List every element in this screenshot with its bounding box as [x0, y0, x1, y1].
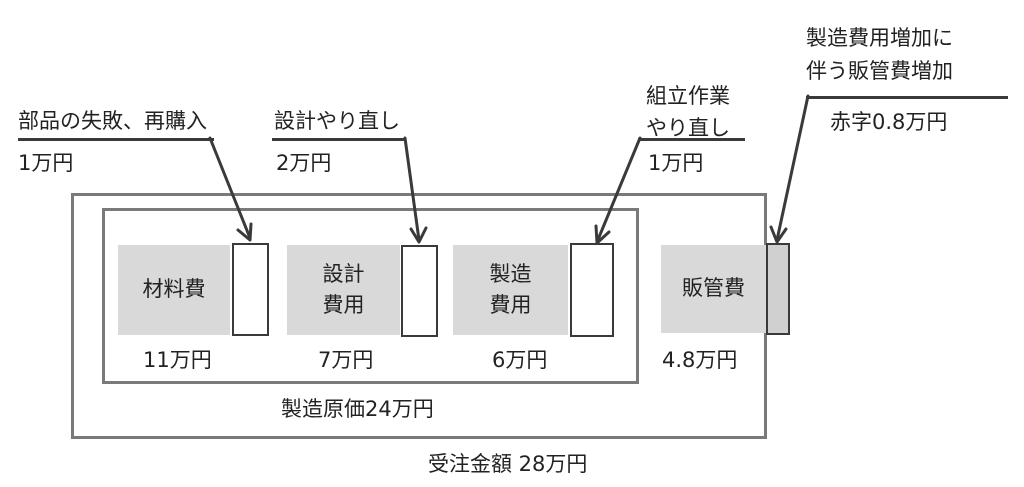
annotation-sga-label: 製造費用増加に 伴う販管費増加	[806, 26, 953, 83]
material-arrow	[208, 136, 252, 240]
manufacturing-cost-cell: 製造 費用	[453, 245, 568, 335]
design-overrun-bar	[401, 245, 438, 337]
material-overrun-bar	[232, 243, 269, 336]
sga-arrowhead	[769, 225, 788, 244]
manufacturing-cost-label: 製造 費用	[489, 261, 532, 318]
material-cost-cell: 材料費	[118, 245, 230, 335]
annotation-material-amount: 1万円	[18, 151, 74, 175]
sga-cost-cell: 販管費	[661, 245, 766, 333]
annotation-assembly-label: 組立作業 やり直し	[646, 84, 730, 140]
manufacturing-cost-frame	[102, 208, 639, 384]
sga-cost-label: 販管費	[682, 276, 745, 301]
annotation-design-label: 設計やり直し	[274, 109, 400, 133]
annotation-sga-amount: 赤字0.8万円	[830, 110, 948, 134]
sga-deficit-bar	[766, 243, 790, 335]
assembly-arrowhead	[594, 224, 611, 245]
annotation-assembly-underline	[638, 138, 745, 141]
design-cost-label: 設計 費用	[322, 261, 365, 318]
material-cost-label: 材料費	[142, 277, 206, 302]
sga-arrow	[775, 94, 810, 242]
material-cost-amount: 11万円	[143, 348, 212, 372]
manufacturing-cost-amount: 6万円	[492, 348, 548, 372]
sga-cost-amount: 4.8万円	[662, 348, 738, 372]
annotation-material-label: 部品の失敗、再購入	[18, 109, 207, 133]
order-amount-total: 受注金額 28万円	[428, 452, 588, 476]
design-cost-cell: 設計 費用	[287, 245, 400, 335]
design-arrow	[403, 136, 421, 242]
annotation-design-underline	[272, 138, 405, 141]
material-arrowhead	[236, 222, 253, 242]
design-cost-amount: 7万円	[318, 348, 374, 372]
manufacturing-cost-total: 製造原価24万円	[281, 397, 434, 421]
annotation-material-underline	[18, 138, 214, 141]
assembly-arrow	[595, 136, 642, 244]
assembly-overrun-bar	[570, 243, 614, 337]
annotation-sga-underline	[806, 96, 1008, 99]
annotation-design-amount: 2万円	[276, 151, 332, 175]
annotation-assembly-amount: 1万円	[648, 151, 704, 175]
design-arrowhead	[409, 226, 428, 244]
